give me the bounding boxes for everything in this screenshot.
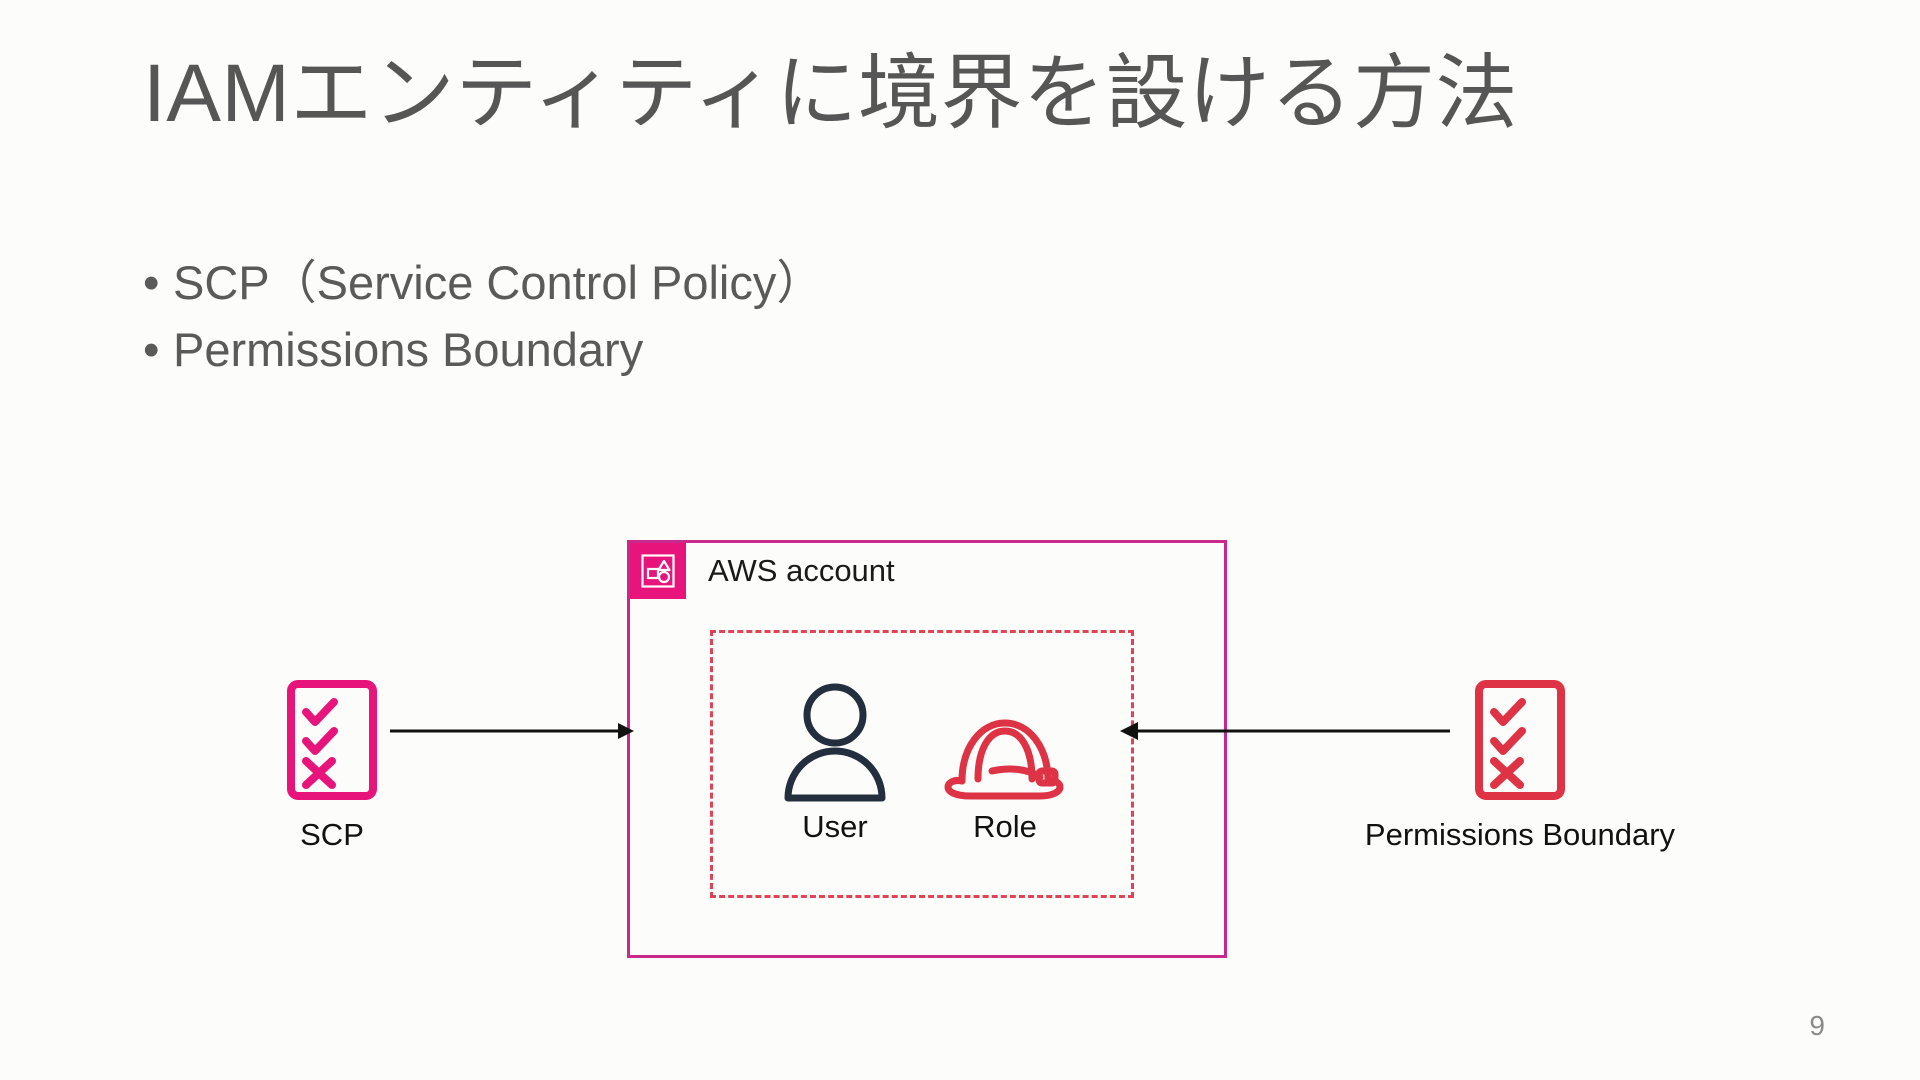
list-item: •Permissions Boundary — [143, 317, 823, 384]
page-number: 9 — [1809, 1010, 1825, 1041]
scp-to-account-arrow — [390, 723, 634, 739]
policy-scp: SCP — [262, 675, 402, 853]
policy-checklist-icon — [1450, 675, 1590, 805]
role-hardhat-icon — [925, 675, 1085, 803]
aws-account-icon — [630, 543, 686, 599]
aws-account-container — [627, 540, 1227, 958]
user-icon — [755, 675, 915, 803]
list-item: •SCP（Service Control Policy） — [143, 250, 823, 317]
entity-user: User — [755, 675, 915, 845]
policy-scp-label: SCP — [300, 817, 364, 852]
bullet-text: SCP（Service Control Policy） — [173, 256, 824, 309]
policy-permissions-boundary-label: Permissions Boundary — [1364, 817, 1676, 852]
policy-checklist-icon — [262, 675, 402, 805]
permissions-boundary-to-entities-arrow — [1120, 722, 1450, 740]
page-title: IAMエンティティに境界を設ける方法 — [143, 48, 1518, 139]
entity-role: Role — [925, 675, 1085, 845]
bullet-marker: • — [143, 322, 160, 376]
entity-user-label: User — [802, 809, 868, 844]
architecture-diagram: AWS account User — [0, 520, 1920, 958]
bullet-list: •SCP（Service Control Policy） •Permission… — [143, 250, 823, 383]
entity-role-label: Role — [973, 809, 1037, 844]
policy-permissions-boundary: Permissions Boundary — [1365, 675, 1675, 853]
permissions-boundary-region — [710, 630, 1134, 898]
aws-account-label: AWS account — [708, 553, 895, 588]
bullet-text: Permissions Boundary — [173, 322, 644, 376]
bullet-marker: • — [143, 256, 160, 309]
